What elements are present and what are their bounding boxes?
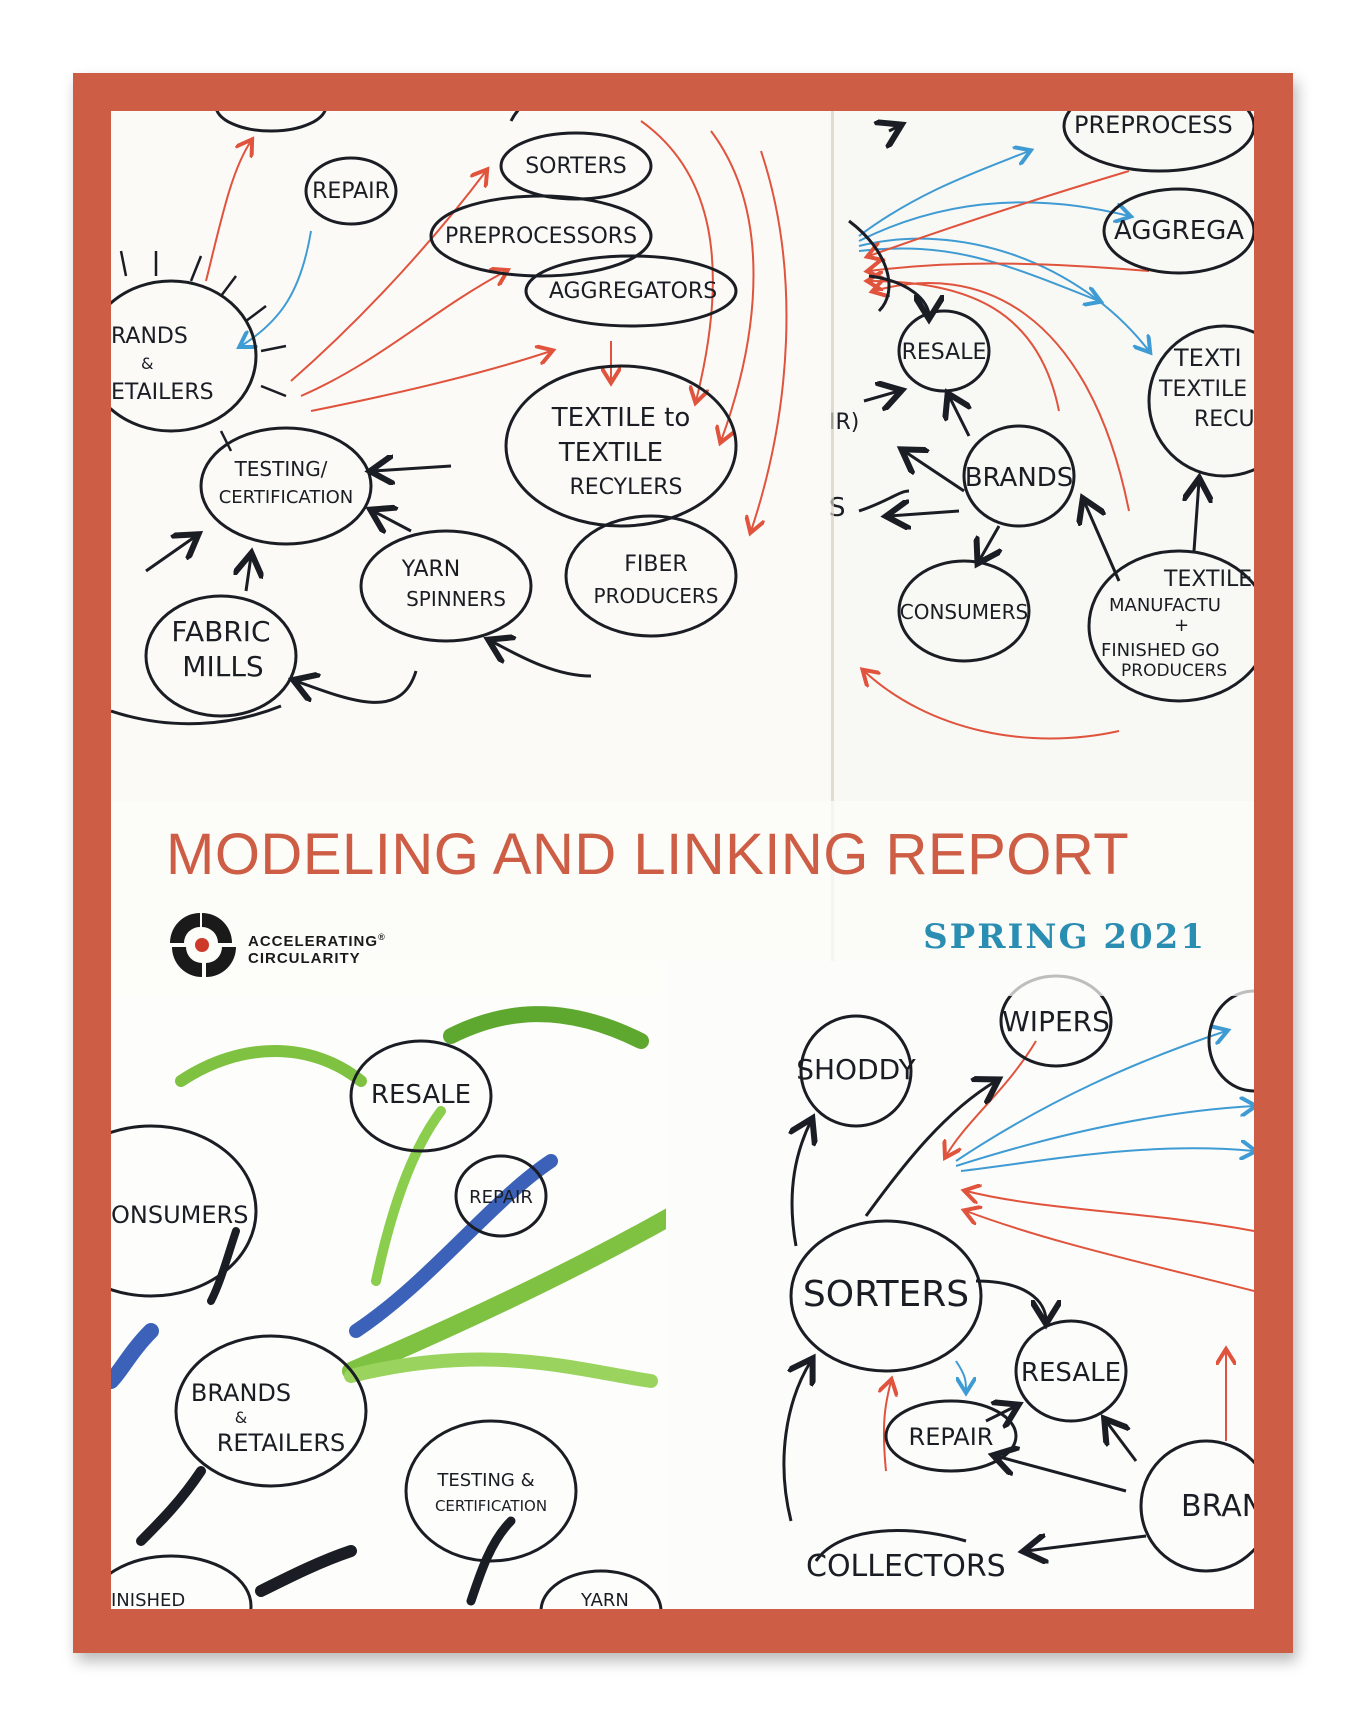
node-testing-line1: TESTING/ [234,457,328,481]
node-resale: RESALE [371,1080,471,1110]
node-resale: RESALE [1021,1358,1121,1388]
node-fabric-line2: MILLS [182,650,263,683]
node-t2t-line1: TEXTI [1173,344,1242,372]
report-date: SPRING 2021 [923,917,1206,957]
node-repair: REPAIR [909,1423,994,1451]
node-tm-line3: FINISHED GO [1101,640,1219,661]
node-fiber-line1: FIBER [624,552,687,577]
node-brands-line2: RETAILERS [217,1429,346,1457]
node-wipers: WIPERS [1002,1005,1110,1038]
node-brands: BRANDS [1181,1489,1254,1524]
node-brands-amp: & [235,1408,247,1427]
node-repair: REPAIR [469,1187,533,1208]
report-title: MODELING AND LINKING REPORT [166,822,1130,887]
logo-line2: CIRCULARITY [248,950,361,967]
node-brands-line1: RANDS [111,324,188,349]
node-t2t-line2: TEXTILE [558,438,663,468]
node-yarn-line2: SPINNERS [406,587,506,611]
logo-registered-mark: ® [378,932,386,942]
node-tm-line1: TEXTILE [1163,567,1252,592]
node-brands-line1: BRANDS [191,1379,291,1407]
node-aggrega: AGGREGA [1114,216,1244,246]
node-brands: BRANDS [965,463,1074,493]
node-yarn-line1: YARN [401,557,461,582]
node-resale: RESALE [902,340,987,365]
node-brands-amp: & [141,354,153,373]
node-tm-line2: MANUFACTU [1109,595,1221,616]
node-t2t-line3: RECU [1194,407,1254,432]
node-fabric-line1: FABRIC [171,615,270,648]
node-tm-plus: + [1174,615,1189,636]
node-finished-partial: INISHED [111,1590,185,1609]
node-tm-line4: PRODUCERS [1121,661,1227,681]
node-shoddy: SHODDY [796,1053,916,1086]
accelerating-circularity-logo: ACCELERATING® CIRCULARITY [166,907,426,987]
node-repair-partial: IR) [829,410,859,435]
node-sorters: SORTERS [525,154,627,179]
node-testing-line1: TESTING & [436,1470,534,1491]
cover-artwork: REPAIR SORTERS PREPROCESSORS AGGREGATORS… [111,111,1254,1609]
node-preprocessors: PREPROCESSORS [445,224,637,249]
logo-line1: ACCELERATING [248,933,379,950]
node-t2t-line1: TEXTILE to [551,403,691,433]
node-preprocess: PREPROCESS [1074,111,1233,139]
node-brands-line2: ETAILERS [111,380,214,405]
node-consumers: CONSUMERS [900,600,1029,624]
node-fiber-line2: PRODUCERS [594,584,719,608]
node-collectors: COLLECTORS [806,1549,1006,1584]
node-sorters: SORTERS [803,1274,969,1315]
circularity-logo-icon [170,913,236,977]
node-testing-line2: CERTIFICATION [435,1497,547,1515]
node-testing-line2: CERTIFICATION [219,487,354,508]
sketch-bottom-right: SHODDY WIPERS SORTERS RESALE REPAIR BRAN… [666,961,1254,1609]
node-consumers-partial: ONSUMERS [111,1201,248,1229]
sketch-bottom-left: RESALE ONSUMERS REPAIR BRANDS & RETAILER… [111,961,671,1609]
node-repair: REPAIR [312,179,390,204]
node-t2t-line2: TEXTILE [1158,377,1247,402]
paper-seam [831,111,834,961]
node-yarn-partial: YARN [580,1590,629,1609]
node-aggregators: AGGREGATORS [549,279,717,304]
title-band [111,801,1254,996]
node-t2t-line3: RECYLERS [569,475,682,500]
